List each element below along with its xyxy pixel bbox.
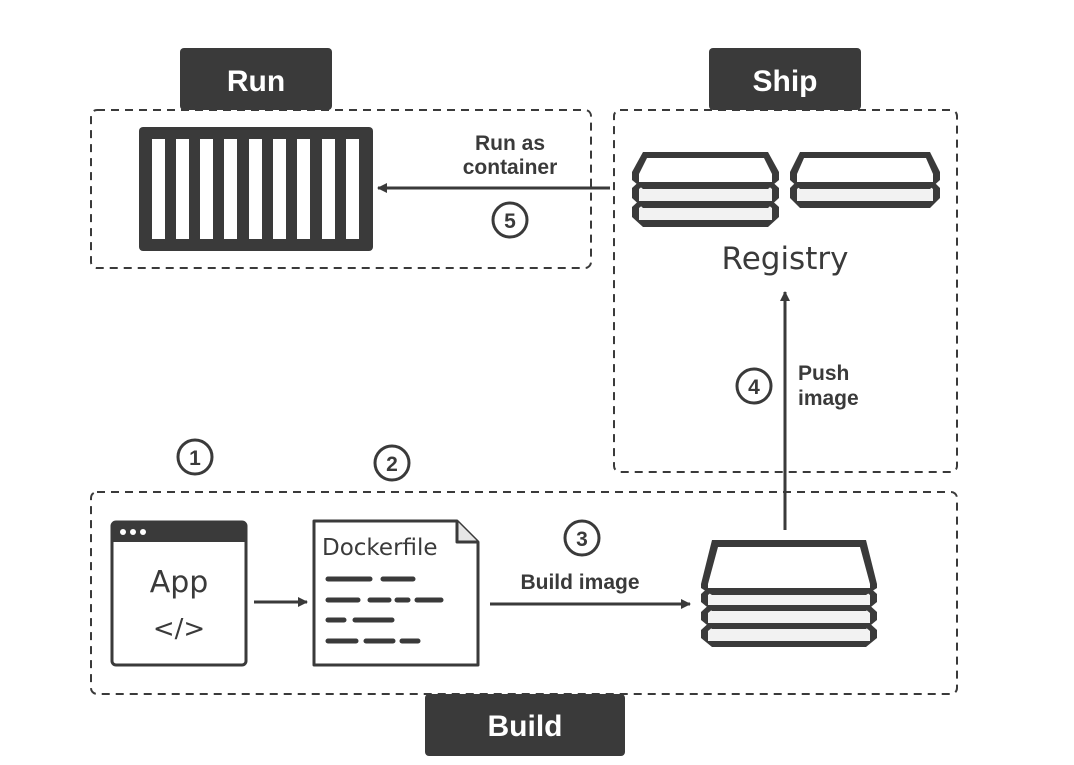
step-5-badge: 5 xyxy=(491,201,529,239)
step-4-badge: 4 xyxy=(735,367,773,405)
build-header-label: Build xyxy=(488,710,563,743)
step-4-number: 4 xyxy=(748,376,760,399)
dockerfile-code-lines xyxy=(325,576,444,644)
step-2-badge: 2 xyxy=(373,444,411,482)
app-label: App xyxy=(150,565,209,600)
registry-image-stack-left xyxy=(632,152,779,227)
run-section-box xyxy=(90,109,592,269)
dockerfile-label: Dockerfile xyxy=(322,535,438,561)
step-2-number: 2 xyxy=(386,453,398,476)
push-image-label-line2: image xyxy=(798,387,859,410)
run-as-container-label-line2: container xyxy=(463,156,558,179)
step-5-number: 5 xyxy=(504,210,516,233)
build-image-label: Build image xyxy=(520,571,639,594)
step-1-badge: 1 xyxy=(176,438,214,476)
container-icon xyxy=(139,127,373,251)
app-window-icon xyxy=(110,520,248,667)
registry-label: Registry xyxy=(722,241,849,277)
ship-header: Ship xyxy=(709,48,861,110)
build-header: Build xyxy=(425,694,625,756)
run-header-label: Run xyxy=(227,65,285,98)
step-3-badge: 3 xyxy=(563,519,601,557)
push-image-label-line1: Push xyxy=(798,362,849,385)
run-as-container-label-line1: Run as xyxy=(475,132,545,155)
app-code-label: </> xyxy=(153,614,205,644)
dockerfile-document-icon xyxy=(312,519,480,667)
run-header: Run xyxy=(180,48,332,110)
step-3-number: 3 xyxy=(576,528,588,551)
registry-image-stack-right xyxy=(790,152,940,208)
step-1-number: 1 xyxy=(189,447,201,470)
ship-header-label: Ship xyxy=(753,65,818,98)
built-image-stack xyxy=(701,540,877,647)
